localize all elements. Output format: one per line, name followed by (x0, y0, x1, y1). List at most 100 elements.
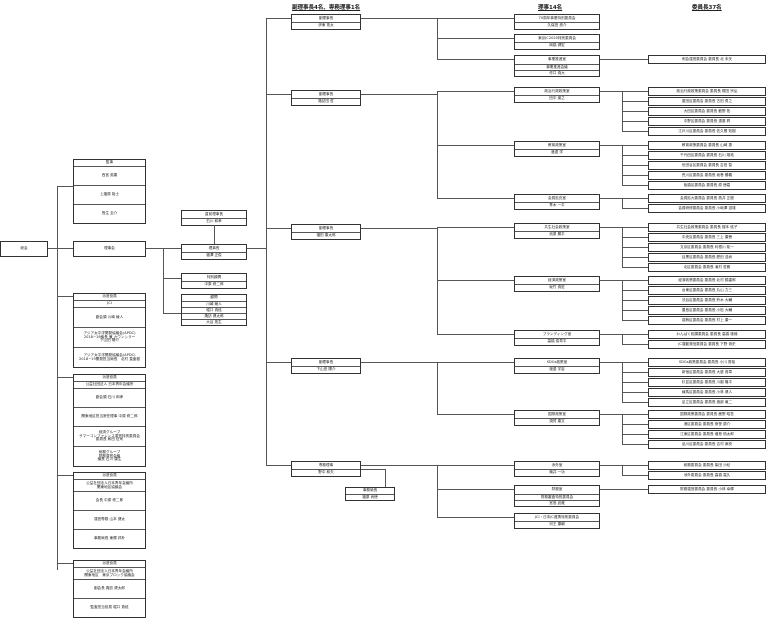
committee-chair-box-row: 品川区委員会 委員長 吉村 麻亮 (681, 441, 733, 446)
auditors-box-row: 上福原 裕士 (74, 185, 145, 204)
dispatch-officers-box: 派遣役員公益社団法人日本青年会議所 関東地区協議会会長 中原 修二郎運営専務 山… (73, 472, 146, 549)
committee-chair-box-row: 練馬区委員会 委員長 小林 健人 (681, 389, 733, 394)
connector-line (622, 475, 648, 476)
dispatch-officers-box-row: アジア太平洋開発協議会(APDC) 2018−19議長 兼 カウンシラー 下山田… (74, 327, 145, 347)
connector-line (622, 145, 648, 146)
director-box: 経済政策室坂竹 貴宏 (514, 276, 600, 292)
director-box-row: 事業推進会議 (515, 64, 599, 70)
committee-chair-box: 品川区委員会 委員長 吉村 麻亮 (648, 440, 766, 449)
connector-line (622, 198, 648, 199)
committee-chair-box: 大田区委員会 委員長 薮野 拓 (648, 107, 766, 116)
committee-chair-box-row: 渋谷区委員会 委員長 鈴木 大輔 (681, 297, 733, 302)
committee-chair-box-row: 足立区委員会 委員長 渡部 竜二 (681, 399, 733, 404)
dispatch-officers-box: 派遣役員公益社団法人 日本青年会議所副会頭 石川 和孝関東地区担当常任理事 中原… (73, 374, 146, 467)
committee-chair-box: 国際政策委員会 委員長 鹿野 昭吾 (648, 410, 766, 419)
connector-line (622, 414, 648, 415)
director-box-row: 河王 康朝 (515, 521, 599, 528)
connector-line (622, 334, 623, 345)
director-box-row: 教育政策室 (548, 142, 566, 147)
dispatch-officers-box-row: 会長 中原 修二郎 (74, 491, 145, 510)
dispatch-officers-box-row: 公益社団法人日本青年会議所 関東地区協議会 (74, 479, 145, 491)
committee-chair-box-row: 墨田区委員会 委員長 古田 勇之 (681, 98, 733, 103)
committee-chair-box: 中央区委員会 委員長 三上 康徳 (648, 233, 766, 242)
committee-chair-box: 荒川区委員会 委員長 坂巻 勝義 (648, 171, 766, 180)
director-box: 東京JC2020特別委員会岡橋 健宏 (514, 34, 600, 50)
director-box: 事業推進室事業推進会議作口 貴大 (514, 55, 600, 77)
vice-president-box-row: 副理事長 (318, 225, 334, 230)
committee-chair-box: 台東区委員会 委員長 丸山 力三 (648, 286, 766, 295)
connector-line (622, 198, 623, 209)
dispatch-officers-box-row: 副会頭 石川 和孝 (74, 388, 145, 407)
connector-line (622, 290, 648, 291)
connector-line (437, 414, 514, 415)
connector-line (57, 186, 58, 570)
committee-chair-box: わんぱく相撲委員会 委員長 高橋 雄哉 (648, 330, 766, 339)
connector-line (622, 280, 648, 281)
header-chairs: 委員長37名 (692, 5, 722, 11)
connector-line (622, 465, 648, 466)
connector-line (622, 489, 648, 490)
connector-line (361, 94, 437, 95)
director-box: 渉外室楠井 一功 (514, 461, 600, 477)
dispatch-officers-box-row: 派遣役員 (102, 473, 117, 478)
director-box-row: 楠井 一功 (515, 469, 599, 476)
connector-line (622, 145, 623, 186)
connector-line (361, 228, 437, 229)
connector-line (600, 362, 622, 363)
dispatch-officers-box-row: 派遣役員 (102, 294, 117, 299)
director-box-row: 70周年事業特別委員会 (538, 15, 576, 20)
director-box: 教育政策室渡邊 学 (514, 141, 600, 157)
connector-line (437, 38, 514, 39)
connector-line (437, 362, 514, 363)
committee-chair-box-row: 会員拡大委員会 委員長 燕井 正樹 (680, 195, 734, 200)
committee-chair-box-row: 世田谷区委員会 委員長 吉田 智 (681, 162, 733, 167)
connector-line (437, 334, 514, 335)
vice-president-box: 副理事長諏訪田 哲 (291, 90, 361, 106)
connector-line (622, 382, 648, 383)
vice-president-box: 副理事長福田 康太郎 (291, 224, 361, 240)
connector-line (600, 198, 622, 199)
committee-chair-box-row: 教育政策委員会 委員長 山崎 恵 (681, 142, 733, 147)
connector-line (622, 247, 648, 248)
connector-line (163, 313, 181, 314)
connector-line (600, 59, 622, 60)
committee-chair-box: 北区委員会 委員長 滝村 哲朗 (648, 263, 766, 272)
connector-line (622, 59, 648, 60)
committee-chair-box-row: 経済政策委員会 委員長 北村 錦重郎 (678, 277, 736, 282)
board-box-row: 理事会 (104, 246, 115, 251)
director-box-row: 財務室 (551, 487, 563, 492)
connector-line (622, 101, 648, 102)
connector-line (266, 94, 291, 95)
connector-line (600, 334, 622, 335)
committee-chair-box: 文京区委員会 委員長 利根川 祐一 (648, 243, 766, 252)
dispatch-officers-box-row: 副会長 諏訪 健太郎 (74, 579, 145, 598)
advisors-box-row: 大谷 拓生 (182, 319, 246, 325)
committee-chair-box-row: わんぱく相撲委員会 委員長 高橋 雄哉 (676, 331, 738, 336)
dispatch-officers-box-row: 公益社団法人日本青年会議所 関東地区 東京ブロック協議会 (74, 567, 145, 579)
connector-line (361, 465, 437, 466)
director-box-row: 池原 勝平 (515, 231, 599, 238)
committee-chair-box: 杉並区委員会 委員長 川副 隆平 (648, 378, 766, 387)
connector-line (437, 198, 514, 199)
connector-line (622, 414, 623, 445)
committee-chair-box-row: 大田区委員会 委員長 薮野 拓 (683, 108, 731, 113)
director-box: ブランディング室高橋 俊寿平 (514, 330, 600, 346)
committee-chair-box: 練馬区委員会 委員長 小林 健人 (648, 388, 766, 397)
vice-president-box-row: 伊東 拓太 (292, 22, 360, 29)
dispatch-officers-box-row: 派遣役員 (102, 561, 117, 566)
committee-chair-box: 渋谷区委員会 委員長 鈴木 大輔 (648, 296, 766, 305)
connector-line (622, 344, 648, 345)
director-box-row: 渡邊 学 (515, 149, 599, 156)
auditors-box-row: 監事 (105, 160, 114, 165)
committee-chair-box: 墨田区委員会 委員長 古田 勇之 (648, 97, 766, 106)
committee-chair-box: 例会運営委員会 委員長 北 未矢 (648, 55, 766, 64)
connector-line (622, 362, 623, 403)
connector-line (622, 465, 623, 476)
connector-line (622, 280, 623, 321)
connector-line (266, 18, 291, 19)
vice-president-box-row: 副理事長 (318, 359, 334, 364)
connector-line (622, 227, 648, 228)
connector-line (247, 248, 267, 249)
director-box-row: 岡橋 健宏 (515, 42, 599, 49)
